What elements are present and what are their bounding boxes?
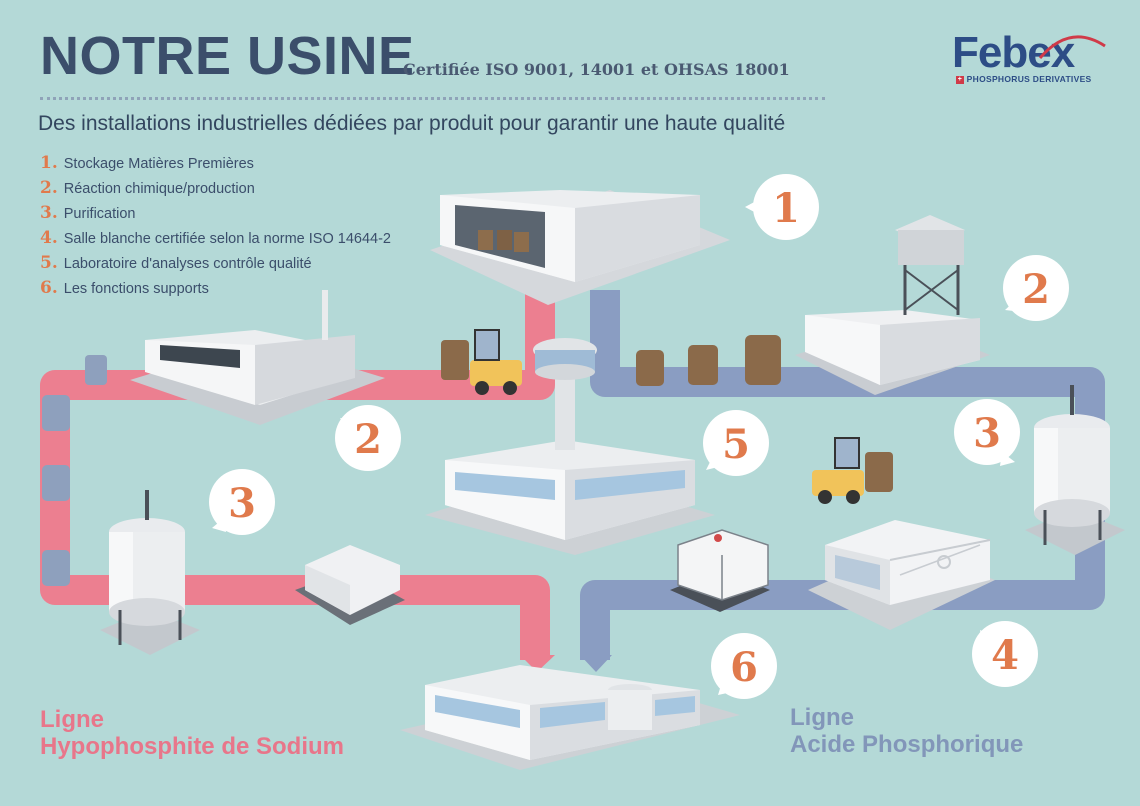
legend-label: Stockage Matières Premières xyxy=(63,156,254,172)
bag-pallet xyxy=(295,545,405,625)
logo-tagline: + PHOSPHORUS DERIVATIVES xyxy=(956,74,1092,84)
reactor-tank-left xyxy=(100,490,200,655)
legend-label: Purification xyxy=(63,206,136,222)
legend-number: 2. xyxy=(40,178,58,198)
bubble-5: 5 xyxy=(703,410,769,476)
barrels-top-right xyxy=(636,335,781,386)
logo-tagline-text: PHOSPHORUS DERIVATIVES xyxy=(966,74,1092,84)
forklift-right xyxy=(812,437,893,504)
line-phosphoric-title: Ligne Acide Phosphorique xyxy=(790,704,1023,758)
bubble-6-label: 6 xyxy=(730,644,758,691)
line-right-word: Ligne xyxy=(790,704,854,731)
bubble-2-left: 2 xyxy=(335,405,401,471)
legend-item: 4. Salle blanche certifiée selon la norme… xyxy=(40,228,391,253)
bubble-3-left: 3 xyxy=(209,469,275,535)
bubble-4: 4 xyxy=(972,621,1038,687)
forklift-top xyxy=(441,329,522,395)
legend-label: Les fonctions supports xyxy=(63,281,209,297)
production-plant-left xyxy=(130,290,385,425)
bubble-6: 6 xyxy=(711,633,777,699)
legend-label: Salle blanche certifiée selon la norme I… xyxy=(63,231,391,247)
legend-item: 5. Laboratoire d'analyses contrôle qualit… xyxy=(40,253,391,278)
certification-text: Certifiée ISO 9001, 14001 et OHSAS 18001 xyxy=(403,60,790,79)
line-left-word: Ligne xyxy=(40,706,104,733)
bubble-3-right: 3 xyxy=(954,399,1020,466)
warehouse-building xyxy=(430,190,730,305)
laboratory-building xyxy=(425,338,715,555)
page-subtitle: Des installations industrielles dédiées … xyxy=(38,112,786,135)
legend-number: 6. xyxy=(40,278,58,298)
legend-list: 1. Stockage Matières Premières 2. Réaction… xyxy=(40,153,391,303)
bubble-3-right-label: 3 xyxy=(973,410,1001,457)
bubble-5-label: 5 xyxy=(722,421,750,468)
barrels-left xyxy=(42,355,107,586)
bubble-2-right: 2 xyxy=(1003,255,1069,321)
legend-label: Réaction chimique/production xyxy=(63,181,255,197)
bubble-2-left-label: 2 xyxy=(354,416,382,463)
dotted-divider xyxy=(40,97,825,100)
production-plant-right xyxy=(795,215,990,395)
bubble-2-right-label: 2 xyxy=(1022,266,1050,313)
bubble-1-label: 1 xyxy=(772,185,800,232)
legend-number: 4. xyxy=(40,228,58,248)
office-building xyxy=(400,665,740,770)
ibc-container xyxy=(670,529,770,612)
legend-item: 1. Stockage Matières Premières xyxy=(40,153,391,178)
cleanroom-building xyxy=(808,520,995,630)
legend-item: 2. Réaction chimique/production xyxy=(40,178,391,203)
logo-swoosh-icon xyxy=(1038,35,1106,59)
line-left-product: Hypophosphite de Sodium xyxy=(40,733,344,760)
line-hypophosphite-title: Ligne Hypophosphite de Sodium xyxy=(40,706,344,760)
legend-number: 3. xyxy=(40,203,58,223)
bubble-1: 1 xyxy=(745,174,819,240)
legend-number: 5. xyxy=(40,253,58,273)
line-right-product: Acide Phosphorique xyxy=(790,731,1024,758)
febex-logo: Febex xyxy=(952,28,1075,77)
reactor-tank-right xyxy=(1025,385,1125,555)
legend-item: 6. Les fonctions supports xyxy=(40,278,391,303)
legend-label: Laboratoire d'analyses contrôle qualité xyxy=(63,256,312,272)
swiss-cross-icon: + xyxy=(956,75,964,84)
legend-number: 1. xyxy=(40,153,58,173)
bubble-4-label: 4 xyxy=(991,632,1019,679)
bubble-3-left-label: 3 xyxy=(228,480,256,527)
legend-item: 3. Purification xyxy=(40,203,391,228)
page-title: NOTRE USINE xyxy=(40,26,415,86)
